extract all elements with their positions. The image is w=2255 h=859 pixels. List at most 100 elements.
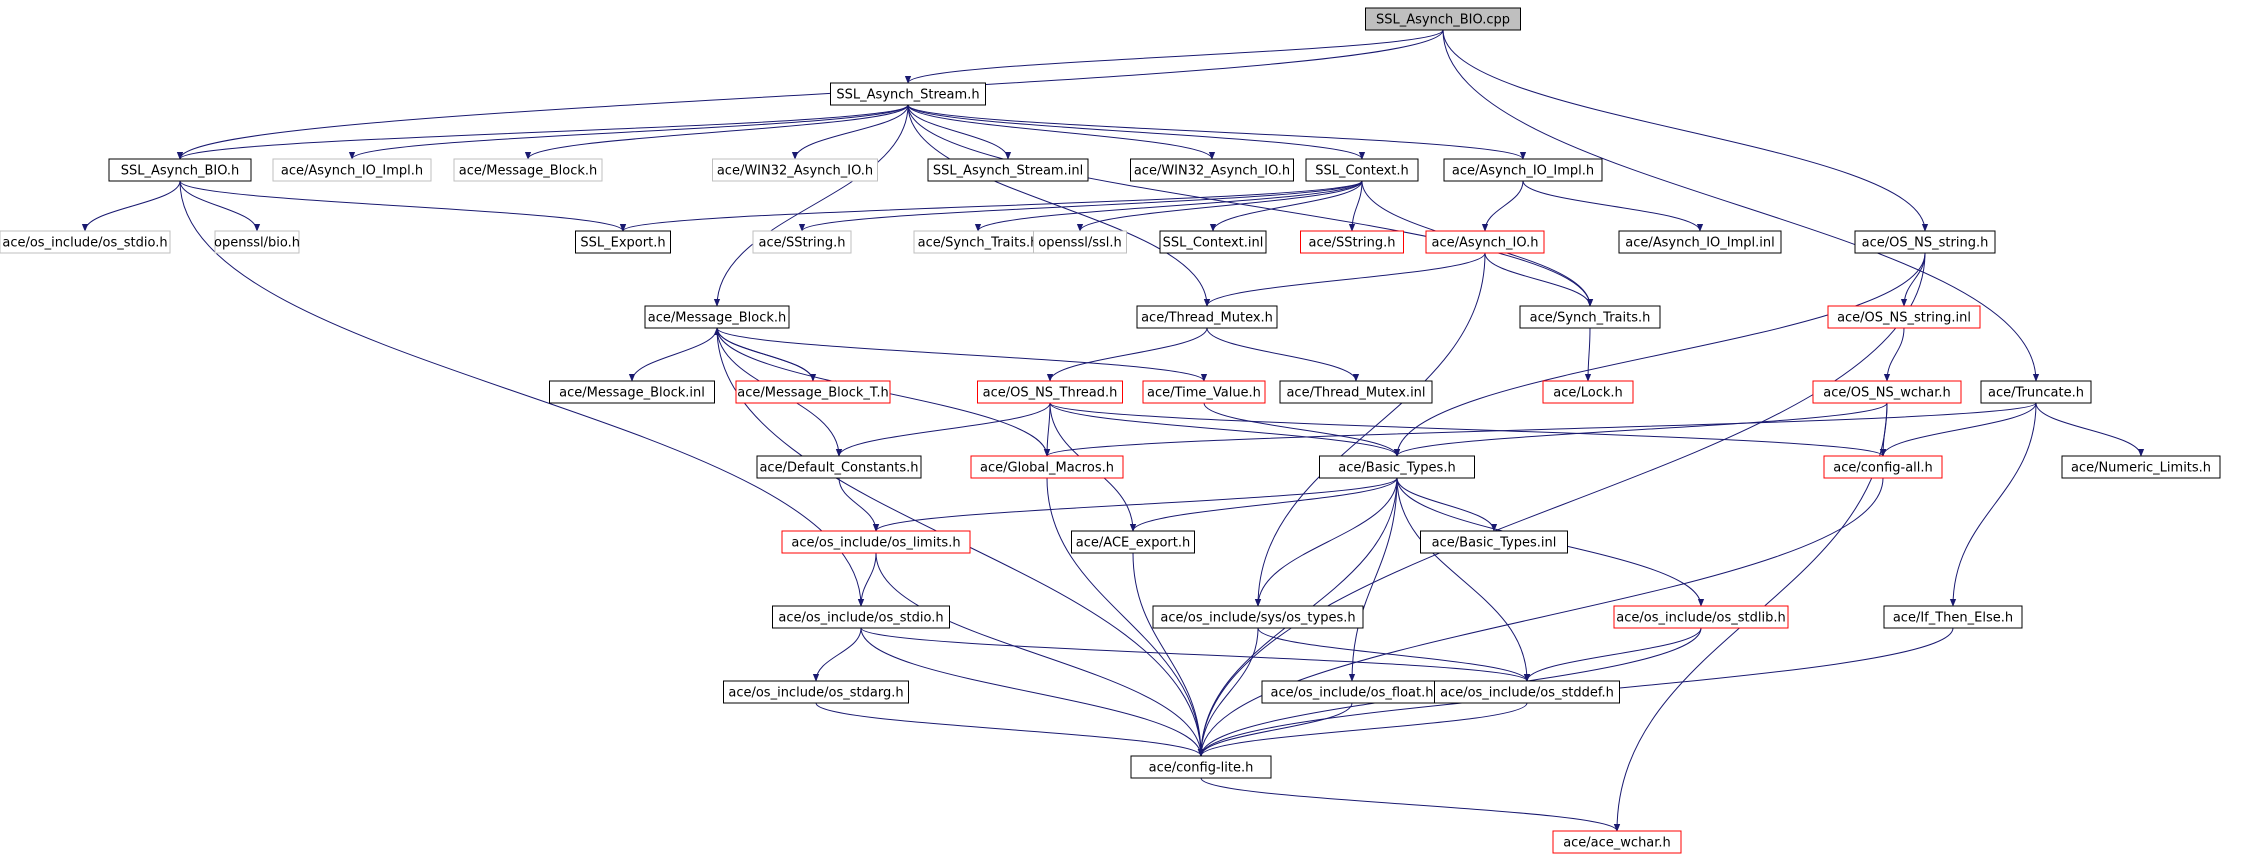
node-label: ace/Default_Constants.h (759, 461, 918, 476)
edge-aio_h-to-sys_types_h (1254, 252, 1486, 607)
edge-root-to-stream_h (904, 29, 1444, 84)
node-ns-string-inl[interactable]: ace/OS_NS_string.inl (1827, 305, 1981, 329)
node-ctx-h[interactable]: SSL_Context.h (1305, 158, 1419, 182)
node-box (1618, 230, 1782, 254)
node-os-stdlib-h[interactable]: ace/os_include/os_stdlib.h (1613, 605, 1789, 629)
node-label: ace/os_include/os_stdarg.h (728, 686, 903, 701)
edge-os_stdio_h-to-config_lite_h (860, 627, 1205, 757)
node-label: ace/Lock.h (1553, 386, 1623, 401)
edge-layer (81, 29, 2145, 832)
node-box (1365, 7, 1521, 31)
node-bio-h[interactable]: SSL_Asynch_BIO.h (108, 158, 252, 182)
edge-bio_h-to-os_stdio_gray (81, 180, 181, 232)
node-aio-h[interactable]: ace/Asynch_IO.h (1425, 230, 1545, 254)
node-box (1152, 605, 1364, 629)
node-sstring-gray: ace/SString.h (752, 230, 852, 254)
node-mb-t-h[interactable]: ace/Message_Block_T.h (735, 380, 891, 404)
node-synch-traits-h[interactable]: ace/Synch_Traits.h (1519, 305, 1661, 329)
node-win32-h[interactable]: ace/WIN32_Asynch_IO.h (1130, 158, 1294, 182)
edge-truncate_h-to-global_macros_h (1044, 402, 2037, 457)
node-numeric-limits-h[interactable]: ace/Numeric_Limits.h (2061, 455, 2221, 479)
node-config-lite-h[interactable]: ace/config-lite.h (1130, 755, 1272, 779)
node-ns-thread-h[interactable]: ace/OS_NS_Thread.h (977, 380, 1123, 404)
node-time-value-h[interactable]: ace/Time_Value.h (1142, 380, 1266, 404)
edge-stream_h-to-thread_mutex_h (907, 104, 1211, 307)
node-label: ace/OS_NS_string.inl (1837, 311, 1971, 326)
edge-stream_h-to-win32_h (907, 104, 1216, 160)
edge-basic_types_h-to-ace_export_h (1129, 477, 1398, 532)
edge-aio_h-to-thread_mutex_h (1203, 252, 1486, 307)
edge-os_stdio_h-to-os_stddef_h (860, 627, 1530, 682)
edge-ns_string_h-to-basic_types_h (1393, 252, 1926, 457)
node-synch-traits-gray: ace/Synch_Traits.h (913, 230, 1043, 254)
edge-stream_h-to-ctx_h (907, 104, 1366, 160)
node-aio-impl-inl[interactable]: ace/Asynch_IO_Impl.inl (1618, 230, 1782, 254)
node-label: ace/SString.h (1309, 236, 1396, 251)
node-label: ace/Truncate.h (1988, 386, 2084, 401)
edge-stream_h-to-win32_gray (791, 104, 909, 160)
edge-stream_h-to-aio_impl_h (907, 104, 1527, 160)
edge-stream_h-to-bio_h (177, 104, 909, 160)
node-label: ace/config-all.h (1833, 461, 1933, 476)
node-ns-string-h[interactable]: ace/OS_NS_string.h (1854, 230, 1996, 254)
node-config-all-h[interactable]: ace/config-all.h (1823, 455, 1943, 479)
edge-time_value_h-to-basic_types_h (1203, 402, 1401, 457)
edge-config_lite_h-to-ace_wchar_h (1200, 777, 1621, 832)
edge-aio_impl_h-to-aio_impl_inl (1522, 180, 1704, 232)
node-global-macros-h[interactable]: ace/Global_Macros.h (970, 455, 1124, 479)
edge-mb_h-to-time_value_h (716, 327, 1208, 382)
node-aio-impl-h[interactable]: ace/Asynch_IO_Impl.h (1443, 158, 1603, 182)
node-export-h[interactable]: SSL_Export.h (575, 230, 671, 254)
node-mb-h[interactable]: ace/Message_Block.h (644, 305, 790, 329)
node-ace-wchar-h[interactable]: ace/ace_wchar.h (1552, 830, 1682, 854)
edge-bio_h-to-bio_ossl (179, 180, 261, 232)
node-label: ace/OS_NS_string.h (1862, 236, 1989, 251)
node-box (1519, 305, 1661, 329)
node-sys-types-h[interactable]: ace/os_include/sys/os_types.h (1152, 605, 1364, 629)
node-os-stdio-h[interactable]: ace/os_include/os_stdio.h (772, 605, 950, 629)
node-basic-types-h[interactable]: ace/Basic_Types.h (1319, 455, 1475, 479)
node-label: ace/Message_Block_T.h (737, 386, 888, 401)
node-thread-mutex-h[interactable]: ace/Thread_Mutex.h (1136, 305, 1278, 329)
node-basic-types-inl[interactable]: ace/Basic_Types.inl (1420, 530, 1568, 554)
node-thread-mutex-inl[interactable]: ace/Thread_Mutex.inl (1279, 380, 1433, 404)
node-if-then-else-h[interactable]: ace/If_Then_Else.h (1883, 605, 2023, 629)
node-box (1823, 455, 1943, 479)
node-box (1434, 680, 1620, 704)
node-stream-inl[interactable]: SSL_Asynch_Stream.inl (927, 158, 1089, 182)
node-label: ace/Time_Value.h (1147, 386, 1261, 401)
node-box (752, 230, 852, 254)
node-label: ace/Asynch_IO_Impl.inl (1625, 236, 1775, 251)
node-ctx-inl[interactable]: SSL_Context.inl (1159, 230, 1267, 254)
node-box (1420, 530, 1568, 554)
node-label: ace/os_include/os_stdio.h (2, 236, 167, 251)
node-stream-h[interactable]: SSL_Asynch_Stream.h (830, 82, 986, 106)
edge-thread_mutex_h-to-thread_mutex_inl (1206, 327, 1360, 382)
node-label: SSL_Asynch_Stream.h (836, 88, 979, 103)
node-os-stdarg-h[interactable]: ace/os_include/os_stdarg.h (723, 680, 909, 704)
node-label: ace/os_include/sys/os_types.h (1160, 611, 1355, 626)
node-lock-h[interactable]: ace/Lock.h (1542, 380, 1634, 404)
node-os-limits-h[interactable]: ace/os_include/os_limits.h (781, 530, 971, 554)
node-label: ace/If_Then_Else.h (1893, 611, 2013, 626)
node-ns-wchar-h[interactable]: ace/OS_NS_wchar.h (1812, 380, 1962, 404)
node-label: ace/Asynch_IO_Impl.h (281, 164, 423, 179)
node-truncate-h[interactable]: ace/Truncate.h (1980, 380, 2092, 404)
node-label: openssl/ssl.h (1038, 236, 1122, 251)
node-sstring-red[interactable]: ace/SString.h (1300, 230, 1404, 254)
edge-mb_h-to-mb_inl (628, 327, 718, 382)
node-box (977, 380, 1123, 404)
node-root[interactable]: SSL_Asynch_BIO.cpp (1365, 7, 1521, 31)
node-label: ace/Thread_Mutex.h (1141, 311, 1273, 326)
node-label: ace/OS_NS_wchar.h (1823, 386, 1950, 401)
node-os-stddef-h[interactable]: ace/os_include/os_stddef.h (1434, 680, 1620, 704)
node-box (712, 158, 878, 182)
node-label: ace/os_include/os_limits.h (791, 536, 960, 551)
node-mb-inl[interactable]: ace/Message_Block.inl (549, 380, 715, 404)
node-box (735, 380, 891, 404)
node-default-constants-h[interactable]: ace/Default_Constants.h (756, 455, 922, 479)
node-mb-gray: ace/Message_Block.h (453, 158, 603, 182)
node-label: ace/ace_wchar.h (1563, 836, 1671, 851)
node-os-float-h[interactable]: ace/os_include/os_float.h (1261, 680, 1443, 704)
node-ace-export-h[interactable]: ace/ACE_export.h (1071, 530, 1195, 554)
